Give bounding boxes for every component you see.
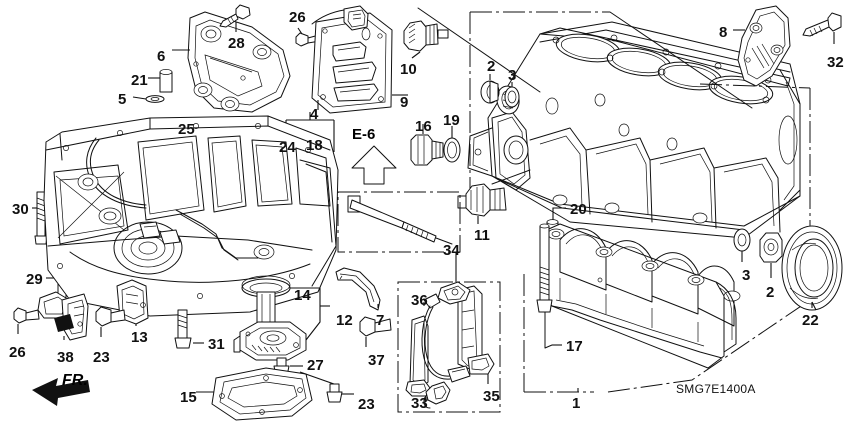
block-diagonal-lead [417,7,541,93]
callout-12: 12 [336,312,353,329]
callout-17: 17 [566,338,583,355]
part-37-bolt [359,316,392,337]
callout-2-upper: 2 [487,58,496,75]
diagram-code: SMG7E1400A [676,382,756,396]
part-8-side-bracket [737,5,791,87]
long-through-bolt [347,195,453,245]
part-2-plug-lower [759,232,783,263]
part-9-baffle-plate [311,5,393,114]
callout-10: 10 [400,61,417,78]
part-23-bolt-left [95,306,126,327]
part-3-oring-upper [504,86,520,108]
part-34-harness-assembly [405,281,495,409]
callout-5: 5 [118,91,127,108]
callout-15: 15 [180,389,197,406]
callout-11: 11 [474,227,490,244]
callout-33: 33 [411,395,428,412]
part-26-bottom-bolt [13,307,40,324]
part-19-washer [443,137,461,163]
callout-24: 24 [279,139,296,156]
callout-23-left: 23 [93,349,110,366]
part-21-dowel [159,69,173,93]
section-arrow-e6 [351,145,397,185]
callout-3-lower: 3 [742,267,751,284]
callout-9: 9 [400,94,409,111]
group-block-box-a [469,11,610,210]
group-bolt-box [337,191,461,253]
callout-30: 30 [12,201,29,218]
callout-13: 13 [131,329,148,346]
part-38-clamp [37,291,89,341]
callout-26-top: 26 [289,9,306,26]
part-5-washer [145,95,165,103]
leader-23-bottom-2 [299,371,335,385]
callout-7: 7 [376,312,385,329]
callout-3-upper: 3 [508,67,517,84]
callout-32: 32 [827,54,844,71]
callout-16: 16 [415,118,432,135]
part-11-knock-sensor [457,183,507,217]
callout-4: 4 [310,106,319,123]
leader-20 [552,207,566,220]
leader-5 [132,96,147,100]
part-28-bolt [219,4,251,28]
part-3-oring-lower [733,228,751,252]
callout-23-bottom: 23 [358,396,375,413]
callout-27: 27 [307,357,324,374]
part-31-bolt [174,309,192,349]
cylinder-block [467,21,801,239]
callout-22: 22 [802,312,819,329]
part-23-bolt-bottom [326,383,343,403]
leader-10 [411,51,421,59]
part-1-lower-block [539,223,741,369]
part-2-plug-upper [480,80,500,104]
callout-28: 28 [228,35,245,52]
callout-6: 6 [157,48,166,65]
leader-14-12 [290,287,321,341]
section-reference-e6: E-6 [352,126,376,143]
oil-pan-body [43,115,339,317]
part-22-oil-seal [781,225,843,311]
block-diagonal-lead-2 [609,11,753,109]
callout-26-bottom: 26 [9,344,26,361]
callout-1: 1 [572,395,581,412]
callout-25: 25 [178,121,195,138]
part-10-pressure-switch [403,20,449,52]
part-6-mount-bracket [187,11,291,113]
callout-19: 19 [443,112,460,129]
callout-18: 18 [306,137,323,154]
group-34-box [397,281,501,413]
callout-34: 34 [443,242,460,259]
front-direction-arrow [32,378,90,406]
part-15-gasket [211,367,313,421]
group-1-box-left [523,274,594,393]
part-17-bearing-bolt [536,223,553,313]
callout-31: 31 [208,336,225,353]
leader-22 [811,301,817,311]
group-1-box-right [607,299,811,393]
part-30-stud [34,191,48,245]
leader-26-top [297,27,303,35]
part-16-drain-plug [410,134,444,166]
callout-37: 37 [368,352,385,369]
leader-17-stem [544,311,553,349]
callout-21: 21 [131,72,148,89]
callout-2-lower: 2 [766,284,775,301]
front-direction-label: FR. [62,372,88,389]
leader-11-to-block [491,169,531,185]
part-12-oil-pump [233,275,307,361]
callout-14: 14 [294,287,311,304]
callout-38: 38 [57,349,74,366]
callout-8: 8 [719,24,728,41]
callout-29: 29 [26,271,43,288]
part-32-bolt [802,12,842,37]
callout-36: 36 [411,292,428,309]
callout-35: 35 [483,388,500,405]
callout-20: 20 [570,201,587,218]
part-7-chain-guide [335,267,381,311]
